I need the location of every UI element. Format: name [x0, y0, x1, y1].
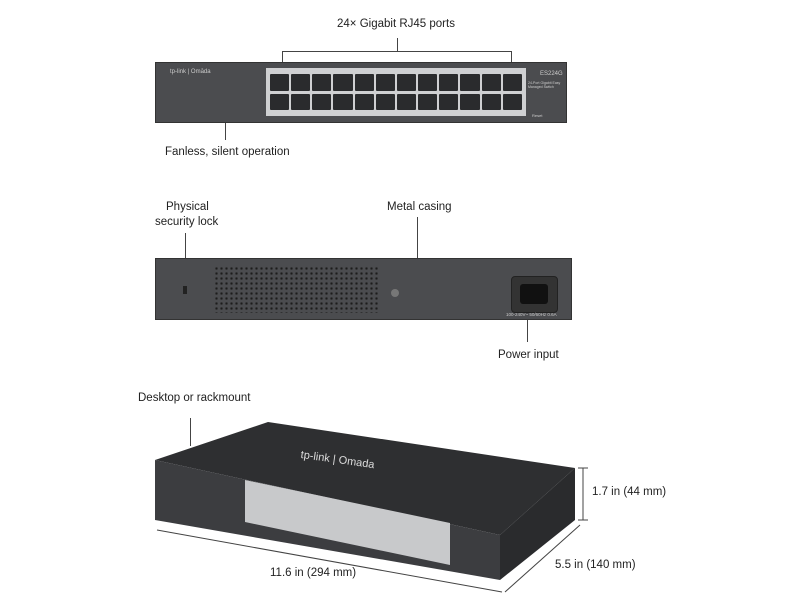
depth-label: 5.5 in (140 mm)	[555, 559, 636, 571]
reset-label: Reset	[532, 113, 543, 118]
ports-label: 24× Gigabit RJ45 ports	[337, 18, 455, 30]
power-leader	[527, 320, 528, 342]
width-label: 11.6 in (294 mm)	[270, 567, 357, 579]
mount-label: Desktop or rackmount	[138, 392, 251, 404]
front-port-panel	[245, 480, 450, 565]
switch-front-view: tp-link | Omāda ES224G 24-Port Gigabit E…	[155, 62, 567, 123]
vent-grid	[214, 266, 379, 313]
fanless-leader	[225, 123, 226, 140]
lock-label-2: security lock	[155, 216, 219, 228]
width-dim	[156, 529, 503, 593]
power-label: Power input	[498, 349, 559, 361]
depth-dim	[504, 524, 581, 593]
power-rating: 100-240V~ 50/60Hz 0.6A	[506, 312, 557, 317]
power-socket	[511, 276, 558, 313]
lock-icon	[183, 286, 187, 294]
side-face	[500, 468, 575, 580]
fanless-label: Fanless, silent operation	[165, 146, 290, 158]
brand-logo: tp-link | Omāda	[170, 69, 211, 75]
height-label: 1.7 in (44 mm)	[592, 486, 667, 498]
ground-icon	[391, 289, 399, 297]
top-face	[155, 422, 575, 535]
port-panel	[266, 68, 526, 116]
switch-rear-view: 100-240V~ 50/60Hz 0.6A	[155, 258, 572, 320]
lock-label-1: Physical	[166, 201, 209, 213]
description-label: 24-Port Gigabit Easy Managed Switch	[528, 81, 561, 89]
bracket-center	[397, 38, 398, 51]
mount-leader	[190, 418, 191, 446]
lock-leader	[185, 233, 186, 258]
casing-leader	[417, 217, 418, 258]
bracket-right	[511, 51, 512, 63]
ports-bracket	[282, 51, 511, 52]
casing-label: Metal casing	[387, 201, 452, 213]
model-label: ES224G	[540, 71, 563, 77]
bracket-left	[282, 51, 283, 63]
